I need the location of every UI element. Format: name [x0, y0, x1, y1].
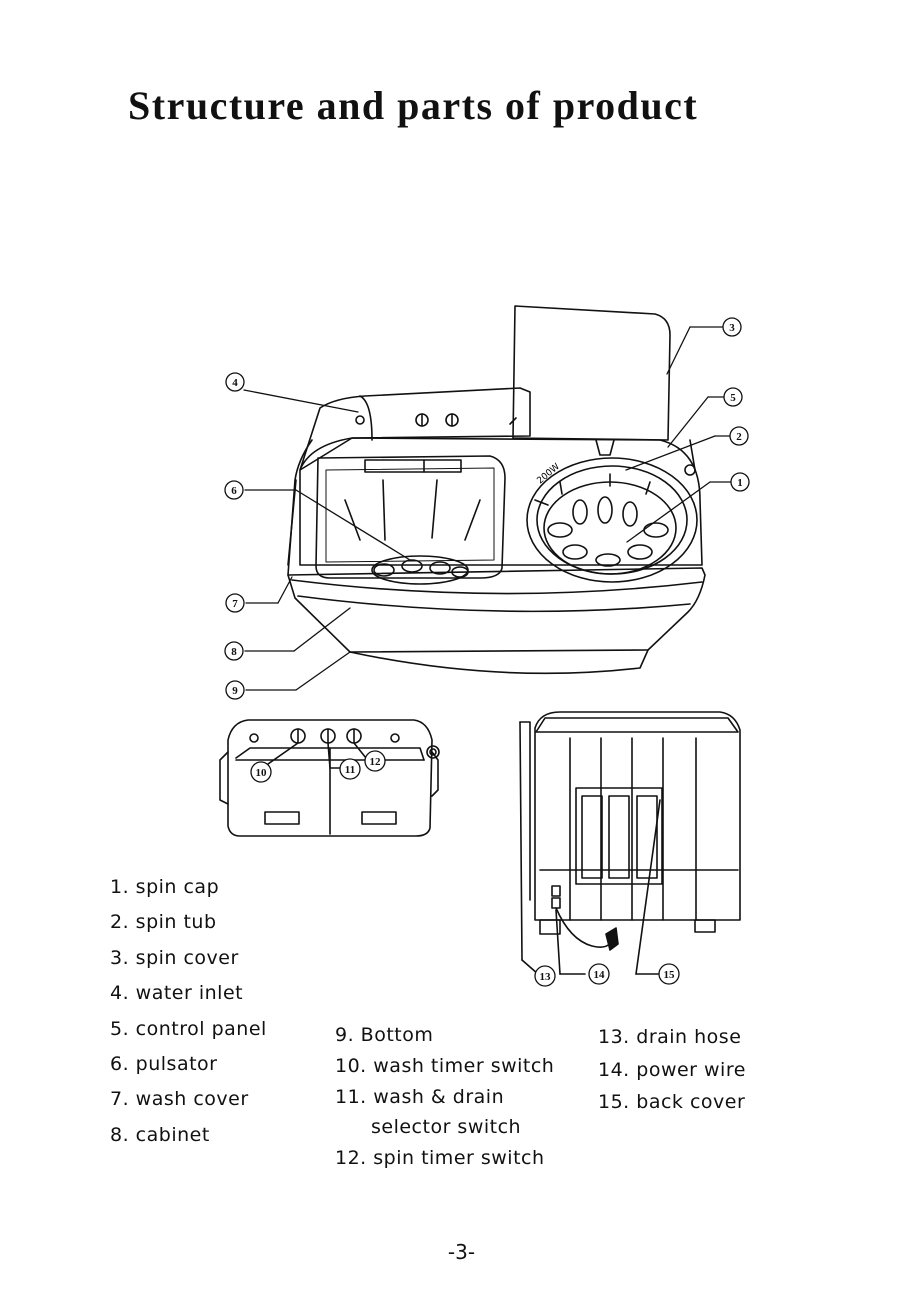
callout-9-label: 9	[232, 685, 238, 697]
callout-6-label: 6	[231, 485, 237, 497]
callout-4: 4	[225, 372, 245, 392]
callout-15: 15	[658, 963, 680, 985]
leader-lines	[243, 326, 741, 691]
callout-15-label: 15	[664, 969, 676, 981]
callout-13-label: 13	[540, 971, 552, 983]
callout-4-label: 4	[232, 377, 238, 389]
cabinet-body	[287, 567, 706, 653]
callout-markers: 1 2 3 4 5 6 7 8 9 10 11 12 13 14 15	[224, 317, 750, 987]
part-item: 2. spin tub	[110, 911, 217, 934]
part-item: 1. spin cap	[110, 876, 220, 898]
bottom-base	[349, 649, 649, 675]
control-panel-closeup	[219, 719, 440, 837]
part-item: 13. drain hose	[598, 1026, 742, 1048]
callout-2: 2	[729, 426, 749, 446]
part-item: 10. wash timer switch	[335, 1054, 555, 1077]
callout-1-label: 1	[737, 477, 743, 489]
parts-list-column-1: 1. spin cap 2. spin tub 3. spin cover 4.…	[110, 874, 267, 1157]
callout-3-label: 3	[729, 322, 735, 334]
part-item: 15. back cover	[598, 1091, 746, 1113]
callout-3: 3	[722, 317, 742, 337]
callout-11: 11	[339, 758, 361, 780]
callout-8: 8	[224, 641, 244, 661]
callout-13: 13	[534, 965, 556, 987]
part-item: 12. spin timer switch	[335, 1147, 545, 1170]
part-item: 6. pulsator	[110, 1052, 218, 1075]
part-item: 7. wash cover	[110, 1088, 249, 1111]
callout-6: 6	[224, 480, 244, 500]
callout-10: 10	[250, 761, 272, 783]
callout-5: 5	[723, 387, 743, 407]
part-item: 8. cabinet	[110, 1123, 210, 1146]
spin-cover-panel	[512, 305, 671, 441]
part-item-continuation: selector switch	[371, 1116, 522, 1139]
callout-14: 14	[588, 963, 610, 985]
top-deck	[299, 437, 703, 566]
callout-11-label: 11	[345, 764, 355, 776]
part-item: 4. water inlet	[110, 982, 244, 1005]
spin-cap	[543, 481, 677, 575]
callout-14-label: 14	[594, 969, 606, 981]
part-item: 3. spin cover	[110, 946, 239, 969]
parts-list-column-3: 13. drain hose 14. power wire 15. back c…	[598, 1024, 746, 1122]
control-panel-strip	[299, 387, 531, 471]
part-item: 9. Bottom	[335, 1024, 434, 1046]
part-item: 14. power wire	[598, 1058, 746, 1081]
callout-1: 1	[730, 472, 750, 492]
back-view	[519, 711, 741, 975]
page-title: Structure and parts of product	[128, 83, 699, 128]
callout-8-label: 8	[231, 646, 237, 658]
spin-tub-outer	[526, 457, 698, 583]
washing-machine-main-illustration	[287, 305, 706, 675]
callout-10-label: 10	[256, 767, 268, 779]
callout-7-label: 7	[232, 598, 238, 610]
callout-5-label: 5	[730, 392, 736, 404]
part-item: 11. wash & drain	[335, 1085, 505, 1108]
part-item: 5. control panel	[110, 1017, 267, 1040]
wash-tub-opening	[315, 455, 506, 579]
callout-2-label: 2	[736, 431, 742, 443]
callout-9: 9	[225, 680, 245, 700]
callout-12: 12	[364, 750, 386, 772]
callout-12-label: 12	[370, 756, 382, 768]
parts-list-column-2: 9. Bottom 10. wash timer switch 11. wash…	[335, 1022, 554, 1176]
callout-7: 7	[225, 593, 245, 613]
page-number: -3-	[447, 1240, 476, 1264]
